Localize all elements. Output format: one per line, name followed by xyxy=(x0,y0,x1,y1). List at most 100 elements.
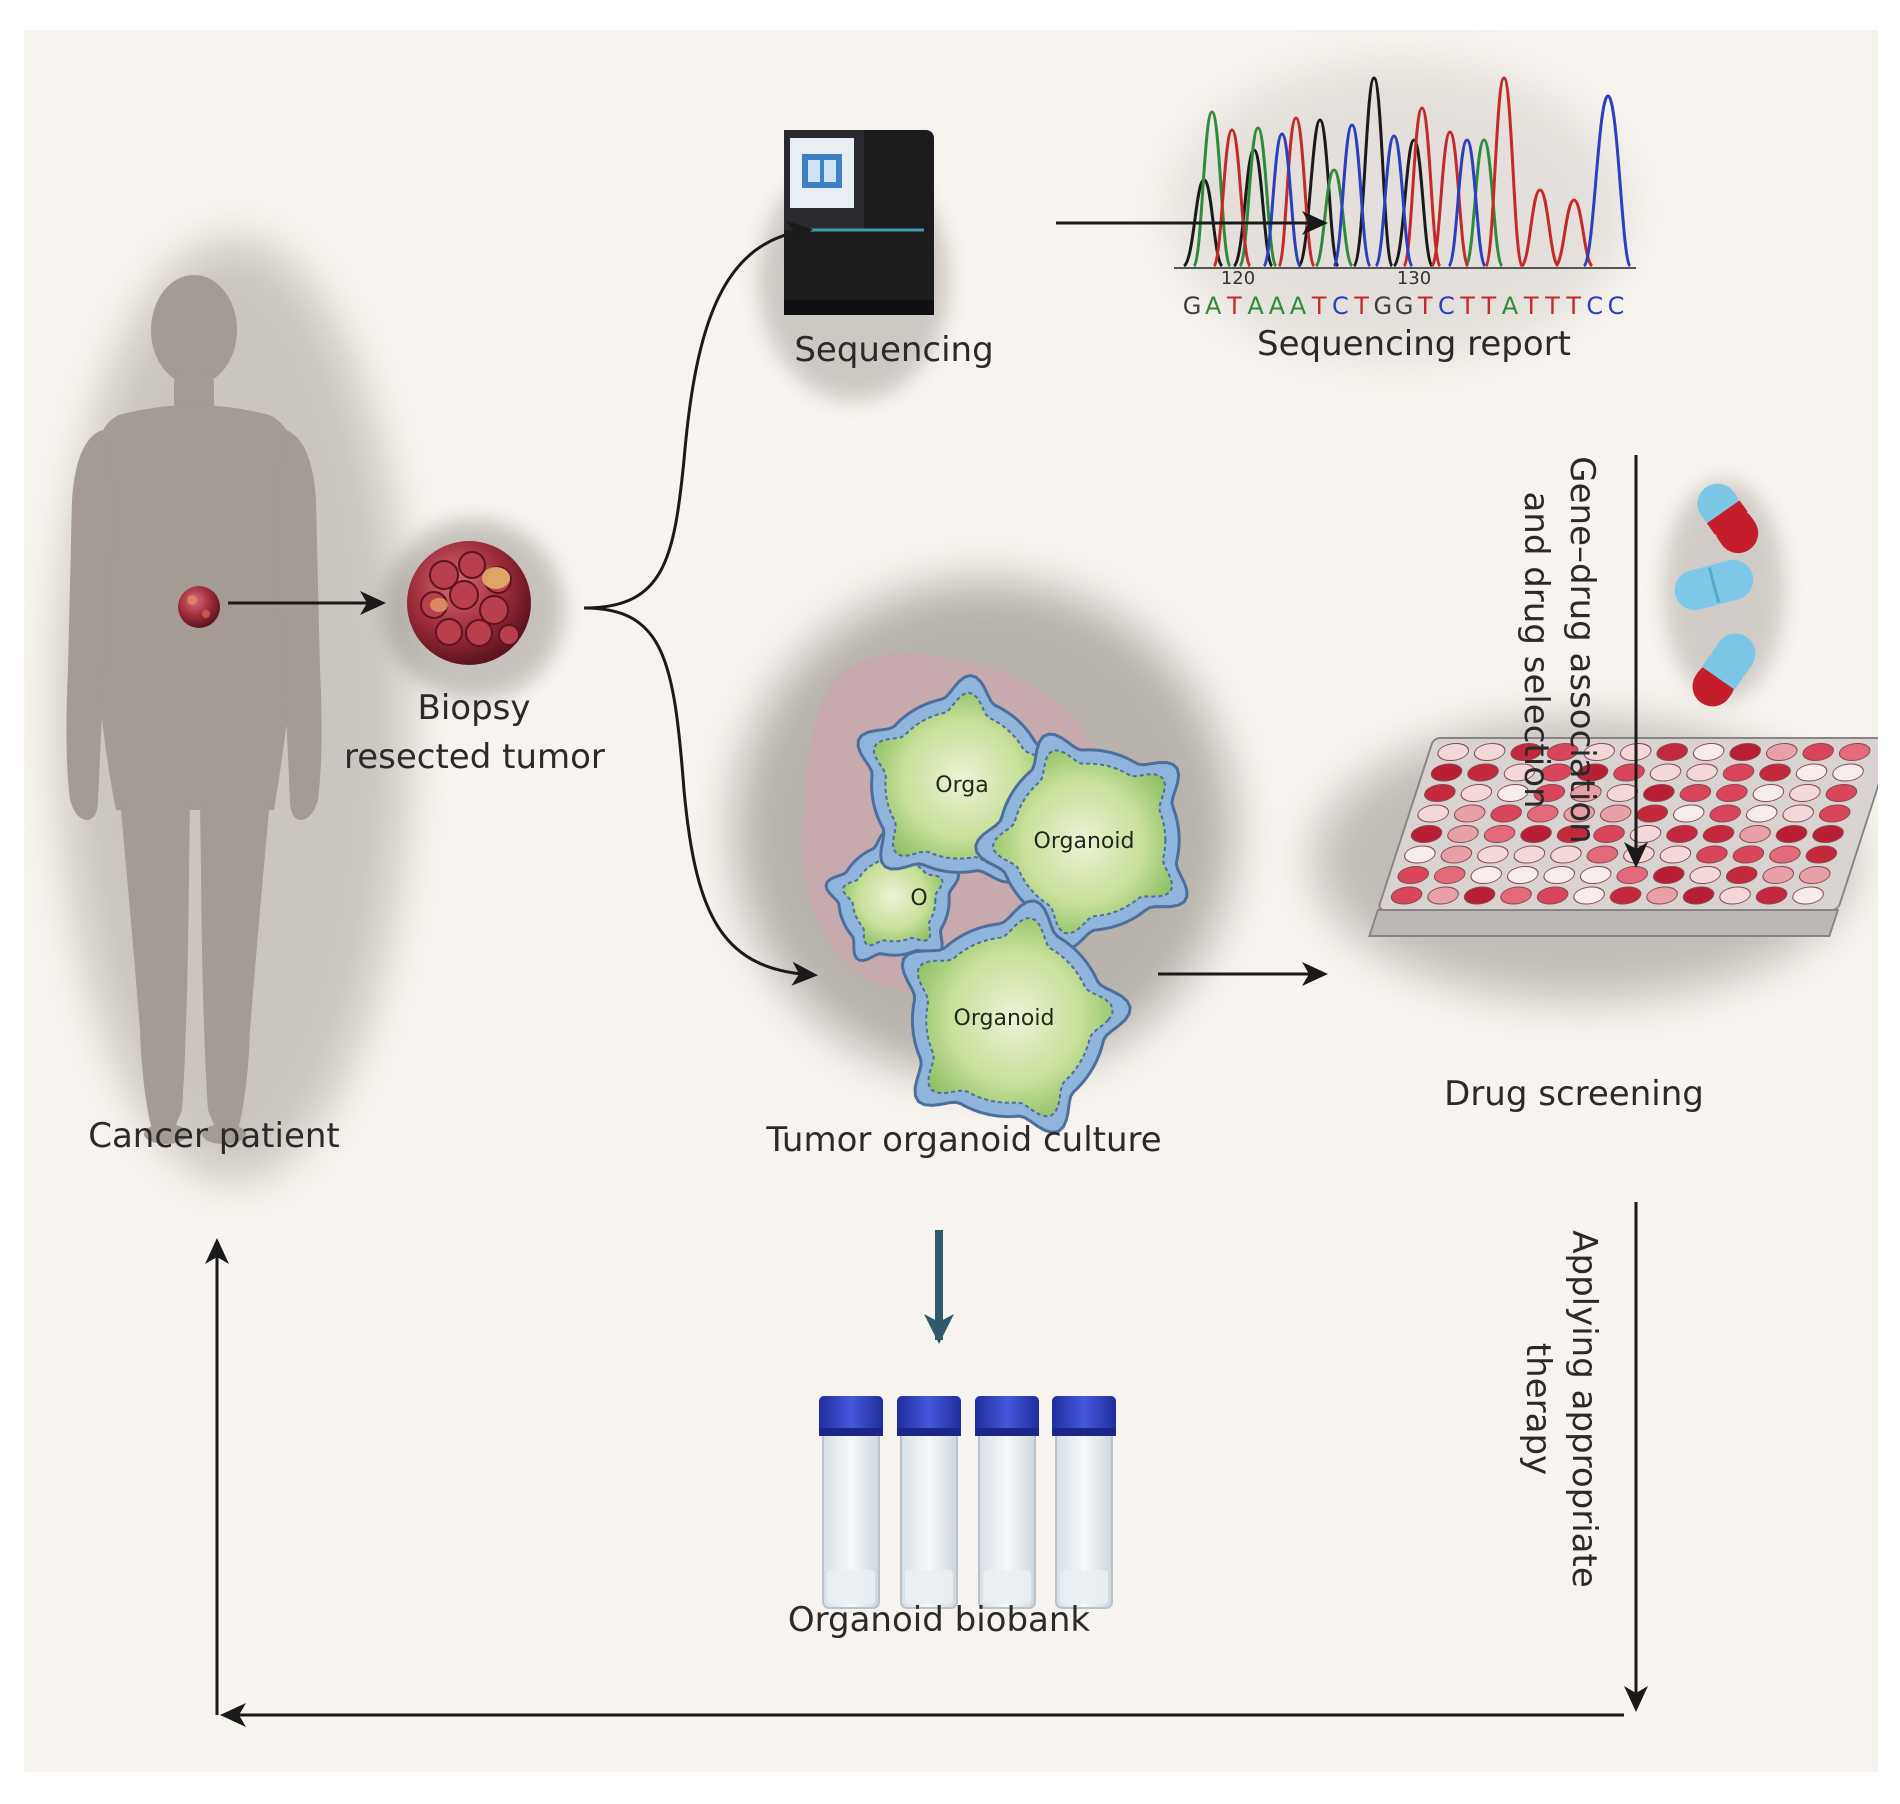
plate-well xyxy=(1506,866,1539,884)
plate-well xyxy=(1417,804,1449,823)
plate-well xyxy=(1722,763,1755,782)
plate-well xyxy=(1430,763,1463,782)
organoid-label: Organoid xyxy=(954,1006,1055,1031)
plate-well xyxy=(1533,784,1566,802)
sequence-base: A xyxy=(1205,292,1222,320)
plate-well xyxy=(1643,784,1675,802)
vial-cap xyxy=(975,1396,1039,1434)
label-sequencing-report: Sequencing report xyxy=(1256,324,1572,364)
plate-well xyxy=(1540,763,1572,782)
label-sequencing: Sequencing xyxy=(794,330,994,370)
plate-well xyxy=(1453,804,1486,823)
plate-well xyxy=(1599,804,1632,823)
sequence-base: C xyxy=(1438,292,1455,320)
trace-green xyxy=(1192,110,1504,268)
plate-well xyxy=(1543,866,1575,884)
chromatogram-position-120: 120 xyxy=(1221,268,1255,289)
organoid-lumen xyxy=(991,749,1173,935)
plate-well xyxy=(1775,825,1808,843)
plate-well xyxy=(1390,886,1423,905)
organoid-biobank-vials xyxy=(819,1396,1116,1609)
plate-well xyxy=(1755,886,1788,905)
plate-well xyxy=(1586,845,1619,864)
plate-well xyxy=(1570,784,1602,802)
plate-well xyxy=(1659,845,1692,864)
vial-cap-rim xyxy=(1052,1428,1116,1436)
plate-well xyxy=(1805,845,1838,864)
plate-well xyxy=(1460,784,1493,802)
plate-well xyxy=(1729,743,1761,761)
plate-well xyxy=(1769,845,1801,864)
plate-well xyxy=(1692,743,1725,761)
sequence-base: T xyxy=(1459,292,1475,320)
plate-well xyxy=(1672,804,1705,823)
label-applying-therapy: Applying appropriate therapy xyxy=(1514,1214,1606,1604)
trace-red xyxy=(1212,76,1594,268)
vial-liquid xyxy=(1060,1570,1108,1604)
sequence-base: G xyxy=(1183,292,1202,320)
plate-well xyxy=(1686,763,1718,782)
plate-well xyxy=(1832,763,1864,782)
patient-silhouette xyxy=(59,240,409,1180)
organoid-label: Orga xyxy=(935,773,988,798)
label-gene-drug-association: Gene–drug association and drug selection xyxy=(1512,454,1604,846)
plate-well xyxy=(1798,866,1831,884)
plate-well xyxy=(1752,784,1785,802)
plate-well xyxy=(1546,743,1579,761)
plate-well xyxy=(1812,825,1844,843)
label-gene-drug-line1: Gene–drug association xyxy=(1562,456,1602,844)
plate-well xyxy=(1424,784,1456,802)
plate-well xyxy=(1825,784,1858,802)
sequence-base: C xyxy=(1332,292,1349,320)
organoid-label: Organoid xyxy=(1034,829,1135,854)
sequence-base: A xyxy=(1290,292,1307,320)
plate-well xyxy=(1739,825,1771,843)
plate-well xyxy=(1696,845,1728,864)
sequence-base: T xyxy=(1565,292,1581,320)
plate-well xyxy=(1437,743,1469,761)
plate-well xyxy=(1510,743,1542,761)
plate-well xyxy=(1682,886,1715,905)
plate-well xyxy=(1609,886,1642,905)
organoid-lumen xyxy=(916,916,1114,1118)
plate-well xyxy=(1483,825,1516,843)
plate-well xyxy=(1745,804,1778,823)
plate-well xyxy=(1702,825,1735,843)
plate-well xyxy=(1838,743,1871,761)
sequence-base: T xyxy=(1523,292,1539,320)
plate-well xyxy=(1397,866,1429,884)
plate-well xyxy=(1573,886,1605,905)
plate-well xyxy=(1500,886,1532,905)
plate-well xyxy=(1759,763,1791,782)
label-tumor-organoid-culture: Tumor organoid culture xyxy=(766,1120,1162,1160)
plate-well xyxy=(1646,886,1678,905)
plate-well xyxy=(1789,784,1821,802)
plate-well xyxy=(1556,825,1589,843)
plate-well xyxy=(1716,784,1748,802)
sequence-base: A xyxy=(1502,292,1519,320)
chromatogram-position-130: 130 xyxy=(1397,268,1431,289)
vial-liquid xyxy=(827,1570,875,1604)
plate-well xyxy=(1497,784,1529,802)
plate-well xyxy=(1467,763,1499,782)
plate-well xyxy=(1689,866,1721,884)
arrow-biopsy-to-organoid xyxy=(583,606,818,986)
vial-cap xyxy=(897,1396,961,1434)
label-biopsy: Biopsy resected tumor xyxy=(344,684,605,783)
plate-well xyxy=(1427,886,1459,905)
plate-well xyxy=(1679,784,1712,802)
plate-well xyxy=(1656,743,1688,761)
plate-well xyxy=(1579,866,1612,884)
vial-cap-rim xyxy=(897,1428,961,1436)
flow-arrows xyxy=(205,211,1648,1727)
plate-well xyxy=(1433,866,1466,884)
label-organoid-biobank: Organoid biobank xyxy=(787,1600,1091,1640)
plate-well xyxy=(1762,866,1794,884)
sequence-base: T xyxy=(1417,292,1433,320)
sequencing-chromatogram xyxy=(1169,60,1636,360)
vial-liquid xyxy=(905,1570,953,1604)
plate-well xyxy=(1520,825,1552,843)
